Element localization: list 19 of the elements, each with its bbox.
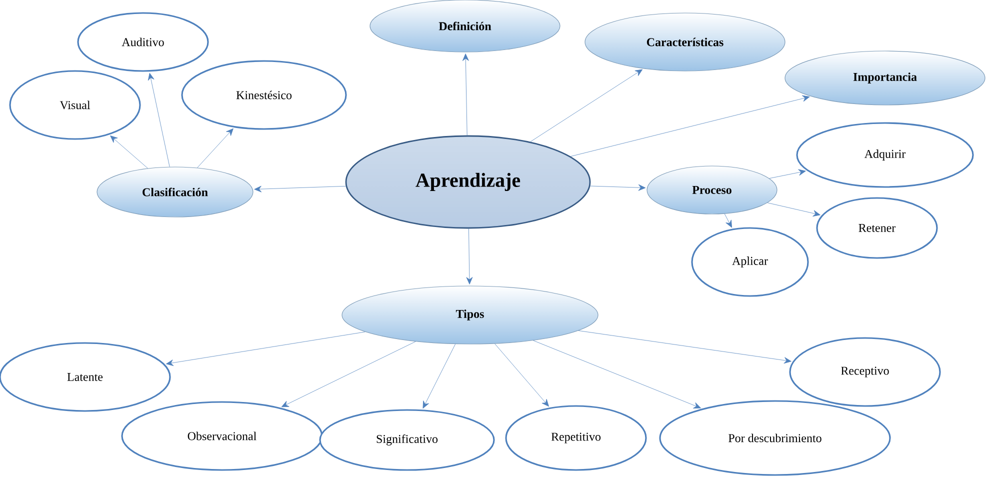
arrow bbox=[466, 228, 473, 284]
arrow bbox=[590, 184, 646, 191]
arrow bbox=[767, 202, 820, 217]
arrow bbox=[462, 54, 469, 136]
arrow bbox=[148, 72, 170, 167]
arrow bbox=[422, 344, 456, 409]
arrow bbox=[166, 332, 366, 366]
arrow bbox=[724, 214, 732, 228]
arrow bbox=[769, 169, 806, 179]
arrow bbox=[530, 69, 643, 142]
arrow bbox=[254, 186, 346, 192]
arrow bbox=[570, 95, 810, 157]
arrow bbox=[110, 136, 148, 168]
arrow bbox=[281, 341, 416, 408]
arrow bbox=[197, 128, 234, 168]
node-label: Significativo bbox=[376, 434, 438, 446]
arrow bbox=[578, 330, 792, 364]
arrow bbox=[494, 344, 549, 407]
arrow bbox=[533, 340, 701, 408]
